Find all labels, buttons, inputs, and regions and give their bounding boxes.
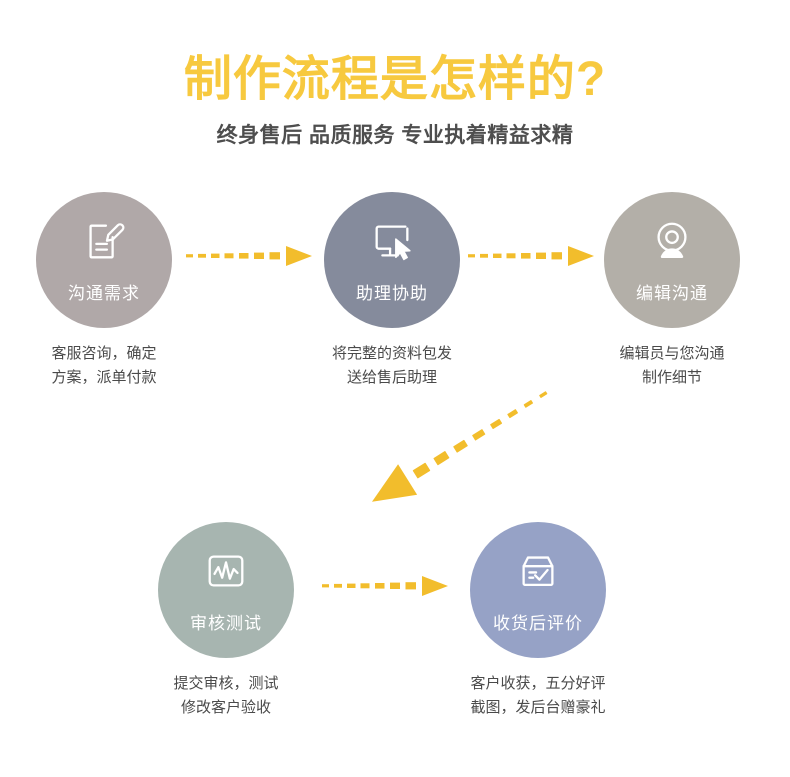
flow-node-4-caption: 提交审核，测试 修改客户验收 [158,672,294,721]
flow-node-5-caption: 客户收获，五分好评 截图，发后台赠豪礼 [440,672,636,721]
flow-node-1-caption-line1: 客服咨询，确定 [51,345,157,362]
flow-node-4-caption-line1: 提交审核，测试 [173,675,279,692]
flow-node-2[interactable]: 助理协助 将完整的资料包发 送给售后助理 [324,192,460,391]
monitor-cursor-icon [375,225,411,261]
waveform-monitor-icon [208,555,244,587]
flow-node-2-caption-line2: 送给售后助理 [346,369,437,387]
page-title: 制作流程是怎样的? [183,53,607,106]
arrow-node2-to-node3 [468,240,598,272]
flow-node-3-caption-line2: 制作细节 [641,369,702,387]
box-check-icon [522,556,554,587]
flow-node-3-caption: 编辑员与您沟通 制作细节 [574,342,770,391]
flow-node-3[interactable]: 编辑沟通 编辑员与您沟通 制作细节 [604,192,740,391]
flow-node-1-label: 沟通需求 [68,284,140,303]
arrow-node3-to-node4 [330,378,570,528]
flow-node-5-caption-line1: 客户收获，五分好评 [470,675,606,692]
flow-node-1-circle[interactable]: 沟通需求 [36,192,172,328]
flow-node-5-caption-line2: 截图，发后台赠豪礼 [470,699,606,717]
webcam-icon [657,222,687,258]
flow-node-2-label: 助理协助 [356,284,428,303]
flow-node-1-caption-line2: 方案，派单付款 [51,369,157,387]
arrow-node4-to-node5 [322,570,452,602]
flow-node-4-caption-line2: 修改客户验收 [180,699,271,717]
flow-node-4[interactable]: 审核测试 提交审核，测试 修改客户验收 [158,522,294,721]
document-pencil-icon [89,223,125,259]
flow-node-1-caption: 客服咨询，确定 方案，派单付款 [36,342,172,391]
flow-node-3-circle[interactable]: 编辑沟通 [604,192,740,328]
flow-node-3-label: 编辑沟通 [636,284,708,303]
flow-node-5-circle[interactable]: 收货后评价 [470,522,606,658]
flow-node-2-caption-line1: 将完整的资料包发 [331,345,452,362]
flow-node-4-label: 审核测试 [190,614,262,633]
flow-node-2-circle[interactable]: 助理协助 [324,192,460,328]
flow-node-2-caption: 将完整的资料包发 送给售后助理 [294,342,490,391]
flow-node-5-label: 收货后评价 [493,614,583,633]
flow-node-1[interactable]: 沟通需求 客服咨询，确定 方案，派单付款 [36,192,172,391]
page-subtitle: 终身售后 品质服务 专业执着精益求精 [216,124,574,148]
flow-node-4-circle[interactable]: 审核测试 [158,522,294,658]
flow-node-5[interactable]: 收货后评价 客户收获，五分好评 截图，发后台赠豪礼 [470,522,606,721]
header: 制作流程是怎样的? 终身售后 品质服务 专业执着精益求精 [0,0,790,149]
arrow-node1-to-node2 [186,240,316,272]
flow-node-3-caption-line1: 编辑员与您沟通 [619,345,725,362]
